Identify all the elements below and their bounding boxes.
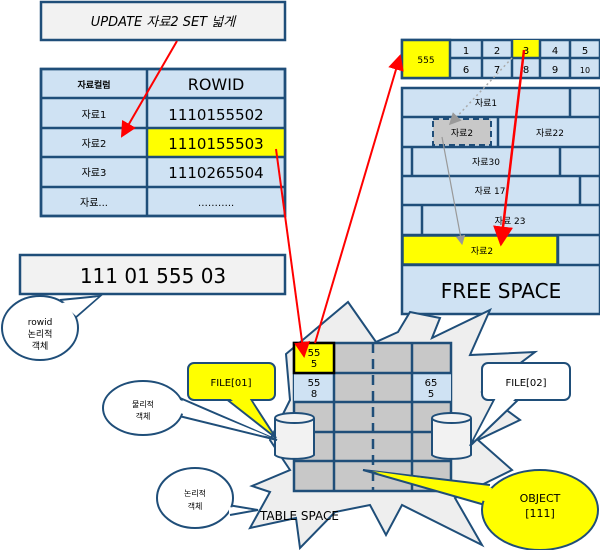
callout-text: 논리적 — [184, 488, 206, 498]
block-row: 자료 23 — [495, 216, 526, 227]
header-key: 자료컬럼 — [77, 79, 110, 91]
callout-text: [111] — [525, 507, 555, 520]
object-callout: OBJECT [111] — [362, 469, 599, 550]
row-rowid: ……….. — [198, 198, 234, 209]
row-rowid: 1110155503 — [168, 135, 263, 153]
callout-text: 객체 — [136, 411, 151, 421]
row-key: 자료1 — [82, 109, 107, 121]
rowid-text: 111 01 555 03 — [80, 264, 226, 288]
block-header: 555 1 2 3 4 5 6 7 8 9 10 — [400, 38, 600, 80]
data-block: 자료1 자료2 자료22 자료30 자료 17 자료 23 자료2 FREE S… — [400, 86, 600, 316]
row-key: 자료... — [80, 197, 108, 209]
block-row: 자료30 — [472, 157, 500, 168]
block-row: 자료22 — [536, 128, 564, 139]
callout-text: 객체 — [32, 341, 49, 352]
rowid-logical-callout: rowid 논리적 객체 — [1, 294, 103, 361]
slot: 5 — [582, 46, 588, 57]
slot: 4 — [552, 46, 558, 57]
callout-text: FILE[01] — [210, 378, 251, 389]
migrated-row — [402, 235, 558, 265]
slot: 8 — [523, 65, 529, 76]
row-rowid: 1110155502 — [168, 106, 263, 124]
slot: 9 — [552, 65, 558, 76]
logical-object-callout: 논리적 객체 — [156, 467, 259, 529]
datafile-1-icon — [274, 412, 315, 460]
tablespace-label: TABLE SPACE — [259, 509, 339, 523]
block-row: 자료1 — [475, 98, 497, 109]
row-rowid: 1110265504 — [168, 164, 263, 182]
arrow-extent-to-block — [314, 54, 404, 344]
slot-highlighted: 3 — [523, 46, 529, 57]
callout-text: OBJECT — [520, 492, 561, 505]
rowid-box: 111 01 555 03 — [18, 253, 287, 296]
block-row: 자료 17 — [475, 186, 506, 197]
slot: 10 — [580, 66, 590, 75]
file-02-callout: FILE[02] — [469, 362, 571, 447]
callout-text: 객체 — [188, 501, 203, 511]
physical-object-callout: 물리적 객체 — [102, 380, 278, 441]
file-01-callout: FILE[01] — [187, 362, 277, 439]
callout-text: 물리적 — [132, 399, 154, 409]
callout-text: 논리적 — [28, 328, 53, 340]
block-number: 555 — [417, 56, 434, 66]
slot: 7 — [494, 65, 500, 76]
free-space-label: FREE SPACE — [441, 279, 561, 303]
arrow-rowid-to-extent — [275, 148, 311, 358]
block-row: 자료2 — [471, 246, 493, 257]
arrow-sql-to-index — [120, 40, 178, 138]
arrow-slot-old — [448, 57, 513, 126]
slot: 1 — [463, 46, 469, 57]
arrow-row-migration — [441, 136, 466, 246]
slot: 2 — [494, 46, 500, 57]
callout-text: rowid — [28, 318, 53, 328]
block-row: 자료2 — [451, 128, 473, 139]
sql-statement-box: UPDATE 자료2 SET 넓게 — [39, 0, 287, 42]
header-rowid: ROWID — [188, 75, 245, 94]
slot: 6 — [463, 65, 469, 76]
datafile-2-icon — [431, 412, 472, 460]
sql-text: UPDATE 자료2 SET 넓게 — [91, 15, 237, 30]
arrows — [120, 40, 526, 358]
callout-text: FILE[02] — [505, 378, 546, 389]
index-table: 자료컬럼 ROWID 자료1 1110155502 자료2 1110155503… — [39, 67, 287, 218]
row-key: 자료3 — [82, 167, 107, 179]
row-key: 자료2 — [82, 138, 107, 150]
arrow-slot-to-row — [493, 49, 526, 247]
